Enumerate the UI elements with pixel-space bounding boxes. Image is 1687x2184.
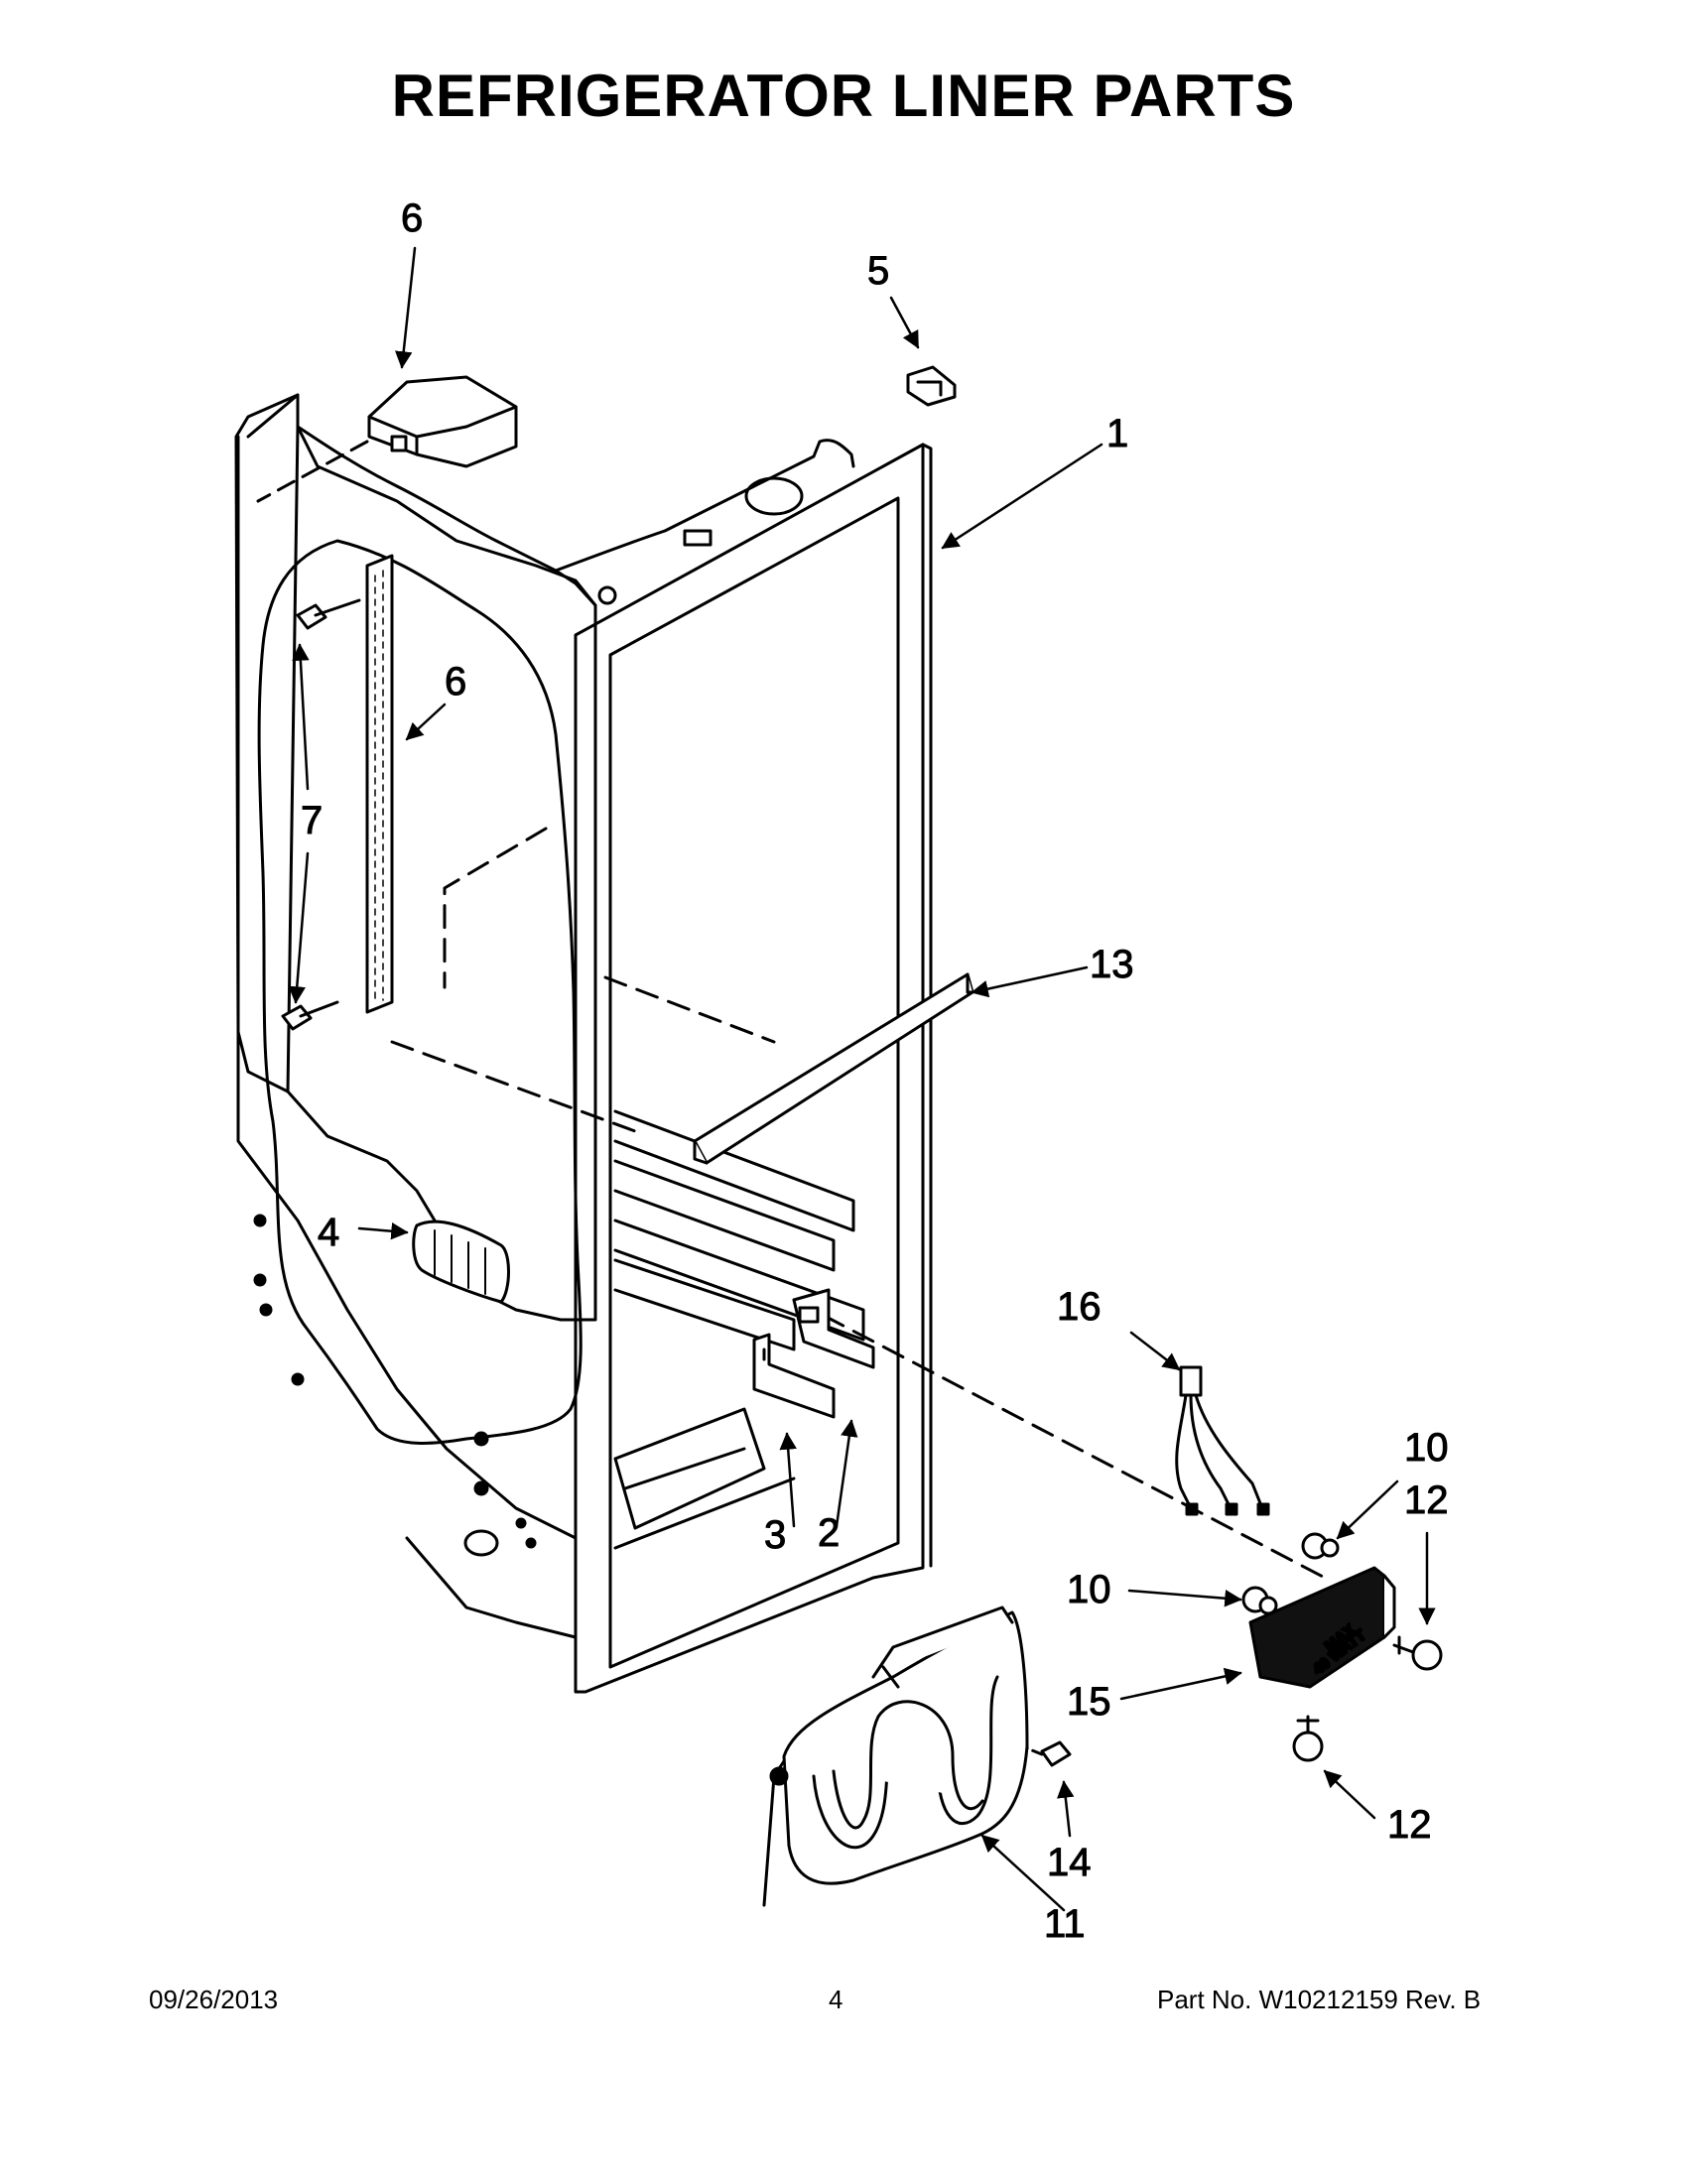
footer-page-number: 4 (829, 1985, 844, 2014)
part-11-defrost-heater (762, 1606, 1029, 1907)
part-16-wire-harness (1175, 1365, 1270, 1516)
part-13-channel (693, 972, 974, 1165)
part-9-control-housing (367, 375, 518, 468)
part-10-clips (1241, 1532, 1340, 1615)
part-7-screws (281, 598, 361, 1031)
callout-13: 13 (1090, 943, 1134, 986)
part-3-bracket (752, 1333, 836, 1419)
leader-arrows (288, 246, 1436, 1912)
callout-3: 3 (764, 1513, 786, 1557)
part-9-dashed-leader (256, 440, 369, 503)
part-4-vent-grille (412, 1220, 510, 1304)
callout-9: 6 (401, 196, 423, 240)
callout-14: 14 (1047, 1841, 1092, 1884)
callout-2: 2 (818, 1511, 840, 1555)
callout-10-upper: 10 (1404, 1426, 1449, 1470)
part-12-pins (1292, 1635, 1443, 1762)
refrigerator-liner (234, 393, 933, 1694)
callout-labels: 6 5 1 6 7 13 4 16 10 12 10 2 3 15 12 14 … (301, 196, 1450, 1947)
part-6-shelf-rail (365, 554, 394, 1014)
callout-16: 16 (1057, 1285, 1102, 1329)
alignment-dashed-lines (390, 827, 1327, 1580)
callout-7: 7 (301, 799, 323, 842)
page-title: REFRIGERATOR LINER PARTS (391, 63, 1296, 129)
footer-date: 09/26/2013 (149, 1985, 279, 2014)
part-15-lamp-socket: MAX 40 WATT (1248, 1566, 1396, 1689)
callout-11: 11 (1044, 1902, 1086, 1946)
part-2-bracket (792, 1288, 875, 1369)
part-5-clip (906, 365, 957, 407)
callout-1: 1 (1106, 412, 1128, 455)
callout-12-lower: 12 (1387, 1803, 1432, 1847)
callout-4: 4 (318, 1211, 339, 1254)
callout-6: 6 (445, 660, 466, 704)
callout-12-upper: 12 (1404, 1478, 1449, 1522)
callout-10-lower: 10 (1067, 1568, 1111, 1611)
footer-part-number: Part No. W10212159 Rev. B (1157, 1985, 1482, 2014)
callout-15: 15 (1067, 1680, 1111, 1724)
callout-5: 5 (867, 249, 889, 293)
